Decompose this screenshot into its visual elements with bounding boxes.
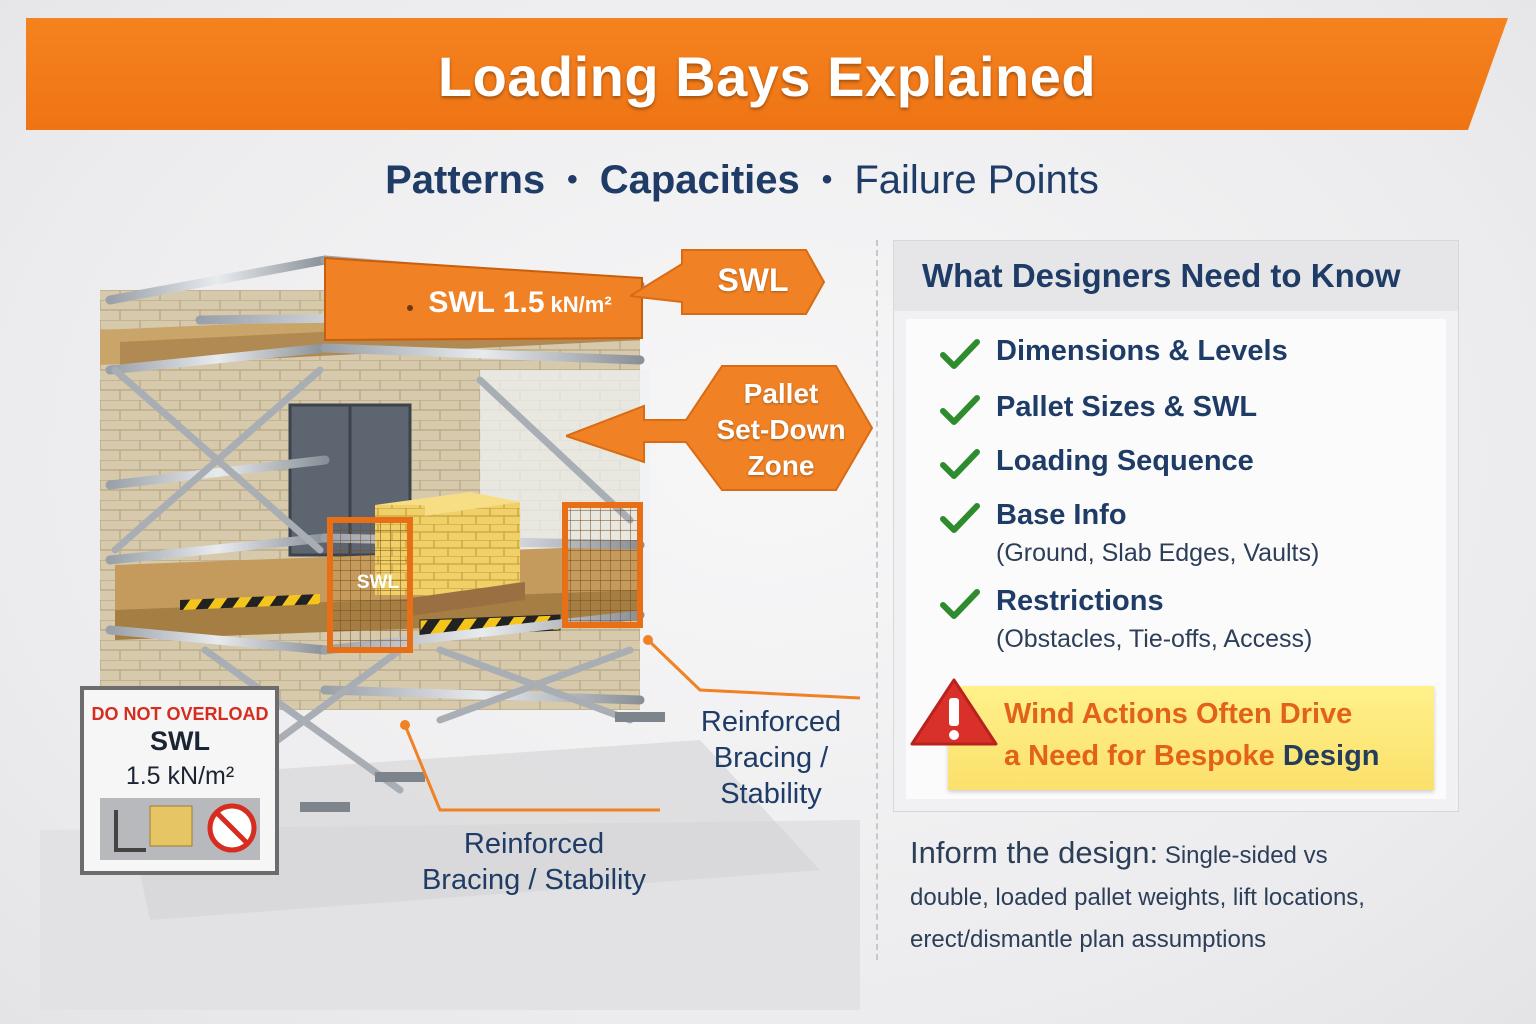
swl-callout-text: SWL (717, 262, 789, 298)
pallet-truck-icon (114, 810, 146, 852)
checklist-item-label: Pallet Sizes & SWL (996, 391, 1258, 423)
subtitle-capacities: Capacities (599, 158, 800, 202)
checkmark-icon (940, 395, 980, 425)
gate-swl-label: SWL (357, 572, 400, 593)
checklist-item-label: Base Info (996, 499, 1127, 531)
page-subtitle: Patterns • Capacities • Failure Points (0, 158, 1484, 203)
checklist-item-detail: (Obstacles, Tie-offs, Access) (996, 625, 1313, 653)
reinforced-bracing (111, 366, 634, 794)
checklist-item-detail: (Ground, Slab Edges, Vaults) (996, 539, 1320, 567)
inform-text2: double, loaded pallet weights, lift loca… (910, 884, 1365, 911)
checklist-item-label: Dimensions & Levels (996, 335, 1288, 367)
sign-swl: SWL (150, 726, 210, 756)
warning-line1: Wind Actions Often Drive (1004, 698, 1353, 730)
subtitle-separator: • (567, 163, 578, 196)
checkmark-icon (940, 449, 980, 479)
warning-line2-end: Design (1282, 740, 1380, 772)
subtitle-failure-points: Failure Points (854, 158, 1099, 202)
pallet-zone-line3: Zone (747, 450, 815, 481)
bracing-label-bottom: Reinforced Bracing / Stability (400, 826, 668, 898)
warning-line2: a Need for Bespoke Design (1004, 740, 1380, 773)
checkmark-icon (940, 589, 980, 619)
checkmark-icon (940, 503, 980, 533)
bracing-bottom-line1: Reinforced (463, 828, 605, 860)
checklist-item-label: Loading Sequence (996, 445, 1254, 477)
warning-triangle-icon (910, 678, 998, 746)
swl-deck-sign (324, 256, 643, 342)
column-divider (876, 240, 878, 960)
pallet-zone-line1: Pallet (743, 378, 819, 409)
inform-text1: Single-sided vs (1164, 842, 1328, 869)
warning-line2-highlight: a Need for Bespoke (1004, 740, 1275, 772)
bracing-bottom-line2: Bracing / Stability (421, 864, 647, 896)
bracing-right-line3: Stability (720, 778, 822, 810)
bracing-right-line1: Reinforced (700, 706, 842, 738)
inform-lead: Inform the design: (910, 835, 1159, 870)
checklist-item-label: Restrictions (996, 585, 1164, 617)
loading-gates: SWL (327, 502, 643, 653)
subtitle-patterns: Patterns (385, 158, 546, 202)
swl-callout: SWL (630, 246, 826, 318)
sign-value: 1.5 kN/m² (126, 762, 234, 790)
checkmark-icon (940, 339, 980, 369)
page-title: Loading Bays Explained (437, 45, 1097, 108)
panel-header: What Designers Need to Know (894, 241, 1458, 311)
panel-title: What Designers Need to Know (922, 257, 1401, 294)
subtitle-separator: • (821, 163, 833, 196)
title-banner: Loading Bays Explained (26, 18, 1508, 130)
sign-heading: DO NOT OVERLOAD (91, 704, 268, 724)
pallet-zone-line2: Set-Down (716, 414, 846, 445)
inform-text3: erect/dismantle plan assumptions (910, 926, 1267, 953)
bracing-right-line2: Bracing / (713, 742, 829, 774)
wind-warning-box: Wind Actions Often Drive a Need for Besp… (948, 686, 1434, 790)
do-not-overload-sign: DO NOT OVERLOAD SWL 1.5 kN/m² (80, 686, 279, 875)
pallet-zone-callout: Pallet Set-Down Zone (566, 362, 876, 494)
inform-design-note: Inform the design: Single-sided vs doubl… (910, 832, 1410, 961)
bracing-label-right: Reinforced Bracing / Stability (696, 704, 846, 812)
